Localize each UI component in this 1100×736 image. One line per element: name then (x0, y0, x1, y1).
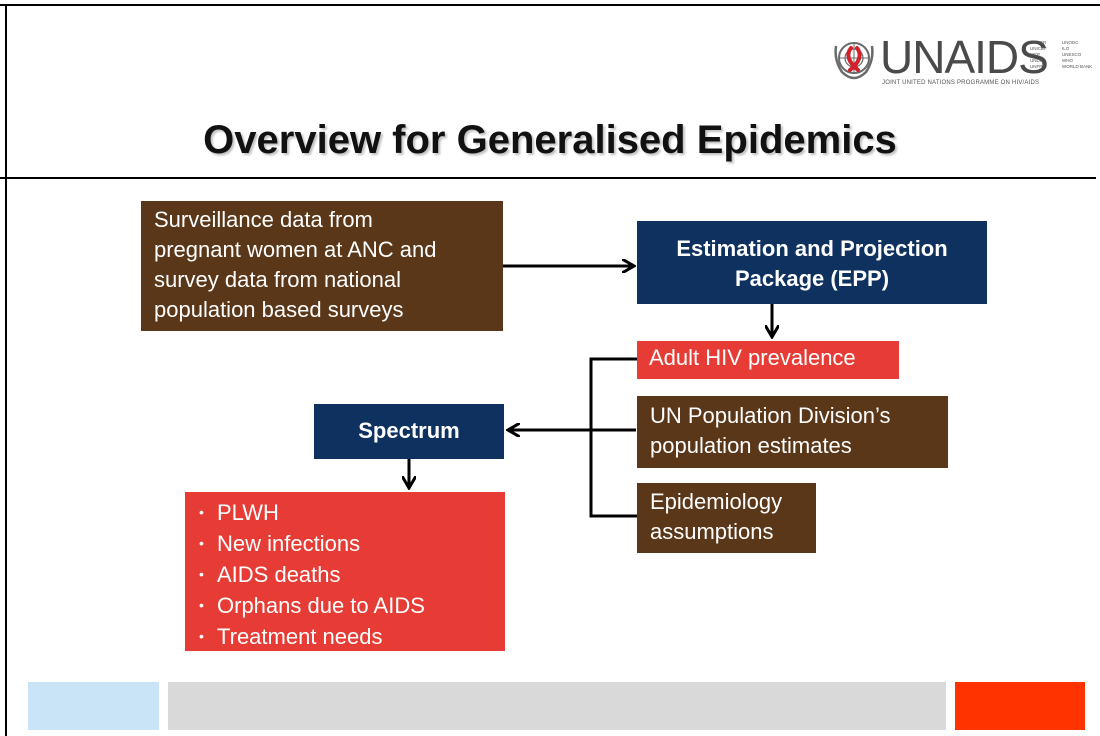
footer-bar-light-blue (28, 682, 159, 730)
epp-box: Estimation and Projection Package (EPP) (637, 221, 987, 304)
output-item: •New infections (199, 531, 361, 556)
frame-top-line (0, 4, 1100, 6)
surveillance-data-text: Surveillance data from pregnant women at… (154, 207, 437, 322)
epidemiology-assumptions-box: Epidemiology assumptions (637, 483, 816, 553)
spectrum-text: Spectrum (358, 418, 460, 443)
epidemiology-assumptions-text: Epidemiology assumptions (650, 489, 783, 544)
adult-hiv-prevalence-box: Adult HIV prevalence (637, 341, 899, 379)
output-item: •Orphans due to AIDS (199, 593, 425, 618)
cosponsors-column-1: UNHCR UNICEF WFP UNDP UNFPA (1030, 40, 1047, 69)
footer-bar-grey (168, 682, 946, 730)
bracket-inputs (589, 357, 640, 518)
epp-text: Estimation and Projection Package (EPP) (676, 236, 948, 291)
logo-cosponsors: UNHCR UNICEF WFP UNDP UNFPA UNODC ILO UN… (1030, 40, 1096, 76)
un-population-box: UN Population Division’s population esti… (637, 396, 948, 468)
un-emblem-icon (834, 42, 874, 80)
footer-bar-orange (955, 682, 1085, 730)
surveillance-data-box: Surveillance data from pregnant women at… (141, 201, 503, 331)
adult-hiv-prevalence-text: Adult HIV prevalence (649, 345, 856, 370)
spectrum-box: Spectrum (314, 404, 504, 459)
logo-tagline: JOINT UNITED NATIONS PROGRAMME ON HIV/AI… (882, 80, 1040, 86)
output-item: •PLWH (199, 500, 279, 525)
logo-wordmark: UNAIDS (880, 31, 1049, 83)
unaids-logo: UNAIDS JOINT UNITED NATIONS PROGRAMME ON… (832, 31, 1097, 94)
output-item: •Treatment needs (199, 624, 383, 649)
title-divider (0, 177, 1096, 179)
frame-left-line (5, 4, 7, 736)
un-population-text: UN Population Division’s population esti… (650, 403, 891, 458)
output-item: •AIDS deaths (199, 562, 341, 587)
page-title: Overview for Generalised Epidemics (203, 118, 897, 162)
outputs-list: •PLWH •New infections •AIDS deaths •Orph… (199, 497, 425, 652)
cosponsors-column-2: UNODC ILO UNESCO WHO WORLD BANK (1062, 40, 1093, 69)
outputs-box: •PLWH •New infections •AIDS deaths •Orph… (185, 492, 505, 651)
